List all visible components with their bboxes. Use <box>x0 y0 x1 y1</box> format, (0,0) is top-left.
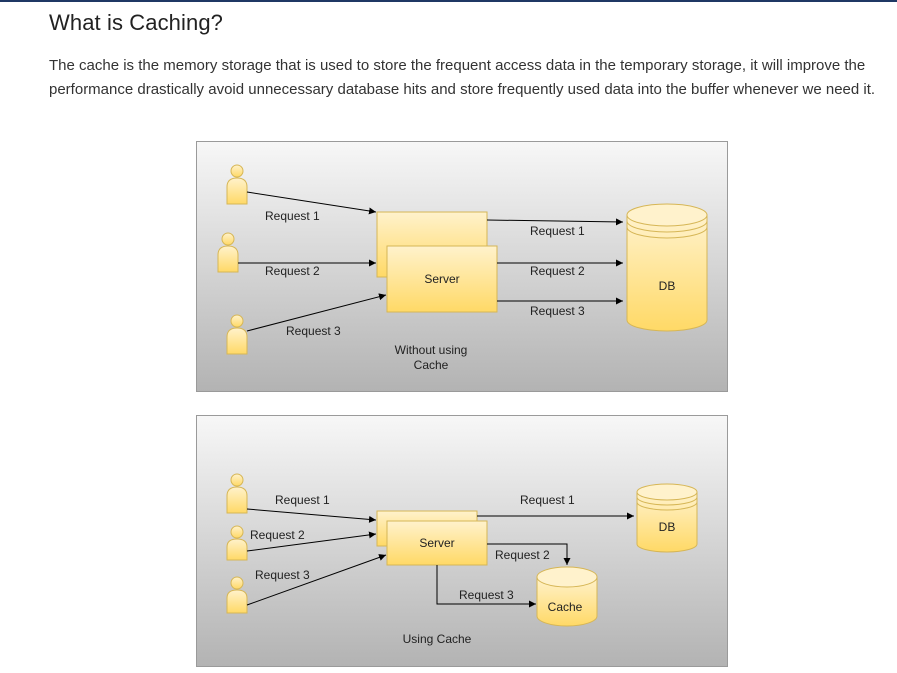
request-label: Request 2 <box>250 528 305 542</box>
request-label: Request 3 <box>459 588 514 602</box>
user-icon <box>226 525 248 561</box>
arrow <box>487 543 571 565</box>
server-label: Server <box>419 536 454 550</box>
user-icon <box>226 164 248 205</box>
diagram-without-cache: Request 1 Request 2 Request 3 Server Req… <box>196 141 728 392</box>
request-label: Request 1 <box>520 493 575 507</box>
server-box <box>386 245 498 313</box>
user-icon <box>226 576 248 614</box>
request-label: Request 3 <box>530 304 585 318</box>
arrow <box>246 293 387 332</box>
request-label: Request 1 <box>265 209 320 223</box>
diagram-without-cache-svg: Request 1 Request 2 Request 3 Server Req… <box>217 164 708 372</box>
request-label: Request 1 <box>530 224 585 238</box>
arrow <box>436 565 536 608</box>
user-icon <box>226 473 248 514</box>
request-label: Request 3 <box>286 324 341 338</box>
arrow <box>246 554 387 606</box>
page-title: What is Caching? <box>49 10 224 35</box>
server-box <box>386 520 488 566</box>
db-cylinder <box>626 203 708 332</box>
request-label: Request 2 <box>495 548 550 562</box>
diagram-with-cache: Request 1 Request 2 Request 3 Server Req… <box>196 415 728 667</box>
db-label: DB <box>659 520 676 534</box>
user-icon <box>226 314 248 355</box>
server-label: Server <box>424 272 459 286</box>
request-label: Request 3 <box>255 568 310 582</box>
arrow <box>486 218 624 226</box>
cache-label: Cache <box>548 600 583 614</box>
arrow <box>246 531 377 552</box>
arrow <box>246 508 377 523</box>
diagram-caption-line2: Cache <box>414 358 449 372</box>
db-cylinder <box>636 483 698 553</box>
request-label: Request 2 <box>265 264 320 278</box>
diagram-with-cache-svg: Request 1 Request 2 Request 3 Server Req… <box>226 473 698 646</box>
diagram-caption-line1: Without using <box>395 343 468 357</box>
db-label: DB <box>659 279 676 293</box>
intro-paragraph: The cache is the memory storage that is … <box>49 57 876 98</box>
top-rule <box>0 0 897 2</box>
user-icon <box>217 232 239 273</box>
request-label: Request 1 <box>275 493 330 507</box>
cache-cylinder <box>536 566 598 627</box>
request-label: Request 2 <box>530 264 585 278</box>
arrow <box>246 191 377 215</box>
diagram-caption: Using Cache <box>403 632 472 646</box>
